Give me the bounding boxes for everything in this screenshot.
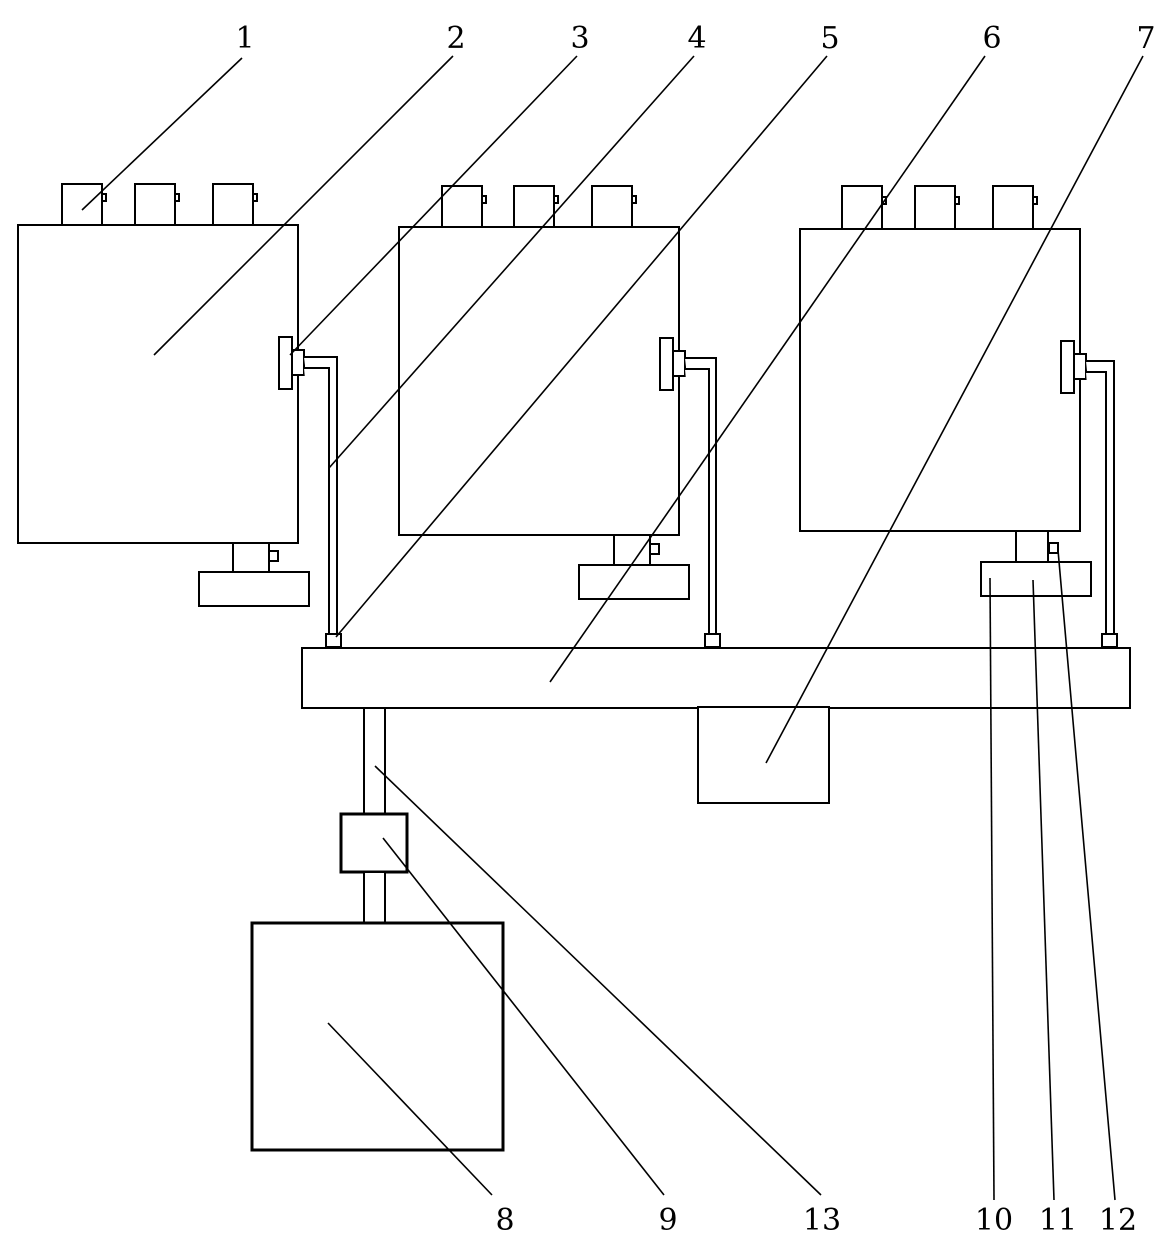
label-1: 1 xyxy=(235,21,254,56)
base-plate-left xyxy=(198,571,310,607)
pipe-fitting-right xyxy=(1101,633,1118,648)
top-module-tab xyxy=(252,193,258,202)
leader-6 xyxy=(549,55,986,683)
vertical-pipe-lower xyxy=(363,871,386,924)
main-beam xyxy=(301,647,1131,709)
base-plate-middle xyxy=(578,564,690,600)
sensor-head-left xyxy=(291,349,305,376)
top-module-1a xyxy=(61,183,103,226)
top-module-tab xyxy=(174,193,180,202)
valve-block xyxy=(339,812,409,874)
sensor-mount-middle xyxy=(659,337,674,391)
top-module-3c xyxy=(992,185,1034,230)
control-box xyxy=(697,706,830,804)
label-3: 3 xyxy=(570,21,589,56)
conduit-pipe-right xyxy=(1086,360,1115,635)
top-module-tab xyxy=(101,193,107,202)
vertical-pipe-upper xyxy=(363,707,386,815)
leader-10 xyxy=(989,577,995,1201)
top-module-2c xyxy=(914,185,956,230)
leader-7 xyxy=(765,55,1144,764)
sensor-mount-left xyxy=(278,336,293,390)
stem-tab-left xyxy=(268,550,279,562)
sensor-head-right xyxy=(1073,353,1087,380)
leader-11 xyxy=(1032,579,1055,1201)
cabinet-box-middle xyxy=(398,226,680,536)
top-module-1b xyxy=(441,185,483,228)
label-5: 5 xyxy=(820,21,839,56)
top-module-2b xyxy=(513,185,555,228)
label-2: 2 xyxy=(446,21,465,56)
cabinet-box-left xyxy=(17,224,299,544)
tank-box xyxy=(250,921,505,1152)
stem-tab-middle xyxy=(649,543,660,555)
unit-right xyxy=(799,185,1118,648)
label-8: 8 xyxy=(495,1203,514,1238)
unit-left xyxy=(17,183,342,648)
top-module-tab xyxy=(631,195,637,204)
sensor-head-middle xyxy=(672,350,686,377)
leader-13 xyxy=(374,765,822,1196)
label-12: 12 xyxy=(1099,1203,1137,1238)
unit-middle xyxy=(398,185,721,648)
base-plate-right xyxy=(980,561,1092,597)
leader-9 xyxy=(382,837,665,1196)
top-module-2a xyxy=(134,183,176,226)
top-module-3b xyxy=(591,185,633,228)
label-11: 11 xyxy=(1039,1203,1077,1238)
label-9: 9 xyxy=(658,1203,677,1238)
leader-12 xyxy=(1057,549,1116,1201)
label-4: 4 xyxy=(687,21,706,56)
conduit-pipe-left xyxy=(304,356,338,635)
leader-4 xyxy=(328,55,695,469)
leader-8 xyxy=(327,1022,493,1196)
label-6: 6 xyxy=(982,21,1001,56)
label-7: 7 xyxy=(1136,21,1155,56)
leader-1 xyxy=(81,57,243,211)
stem-tab-right xyxy=(1048,542,1059,554)
top-module-tab xyxy=(481,195,487,204)
sensor-mount-right xyxy=(1060,340,1075,394)
top-module-tab xyxy=(954,196,960,205)
leader-2 xyxy=(153,55,454,356)
top-module-3a xyxy=(212,183,254,226)
conduit-pipe-middle xyxy=(685,357,717,635)
cabinet-box-right xyxy=(799,228,1081,532)
support-stem-right xyxy=(1015,530,1049,563)
leader-lines xyxy=(81,55,1144,1201)
pipe-fitting-middle xyxy=(704,633,721,648)
top-module-1c xyxy=(841,185,883,230)
leader-5 xyxy=(335,55,828,638)
top-module-tab xyxy=(553,195,559,204)
top-module-tab xyxy=(1032,196,1038,205)
pipe-fitting-left xyxy=(325,633,342,648)
reference-numerals: 1 2 3 4 5 6 7 8 9 10 11 12 13 xyxy=(235,21,1155,1238)
support-stem-middle xyxy=(613,534,651,566)
label-13: 13 xyxy=(803,1203,841,1238)
support-stem-left xyxy=(232,542,270,573)
label-10: 10 xyxy=(975,1203,1013,1238)
leader-3 xyxy=(289,55,578,356)
